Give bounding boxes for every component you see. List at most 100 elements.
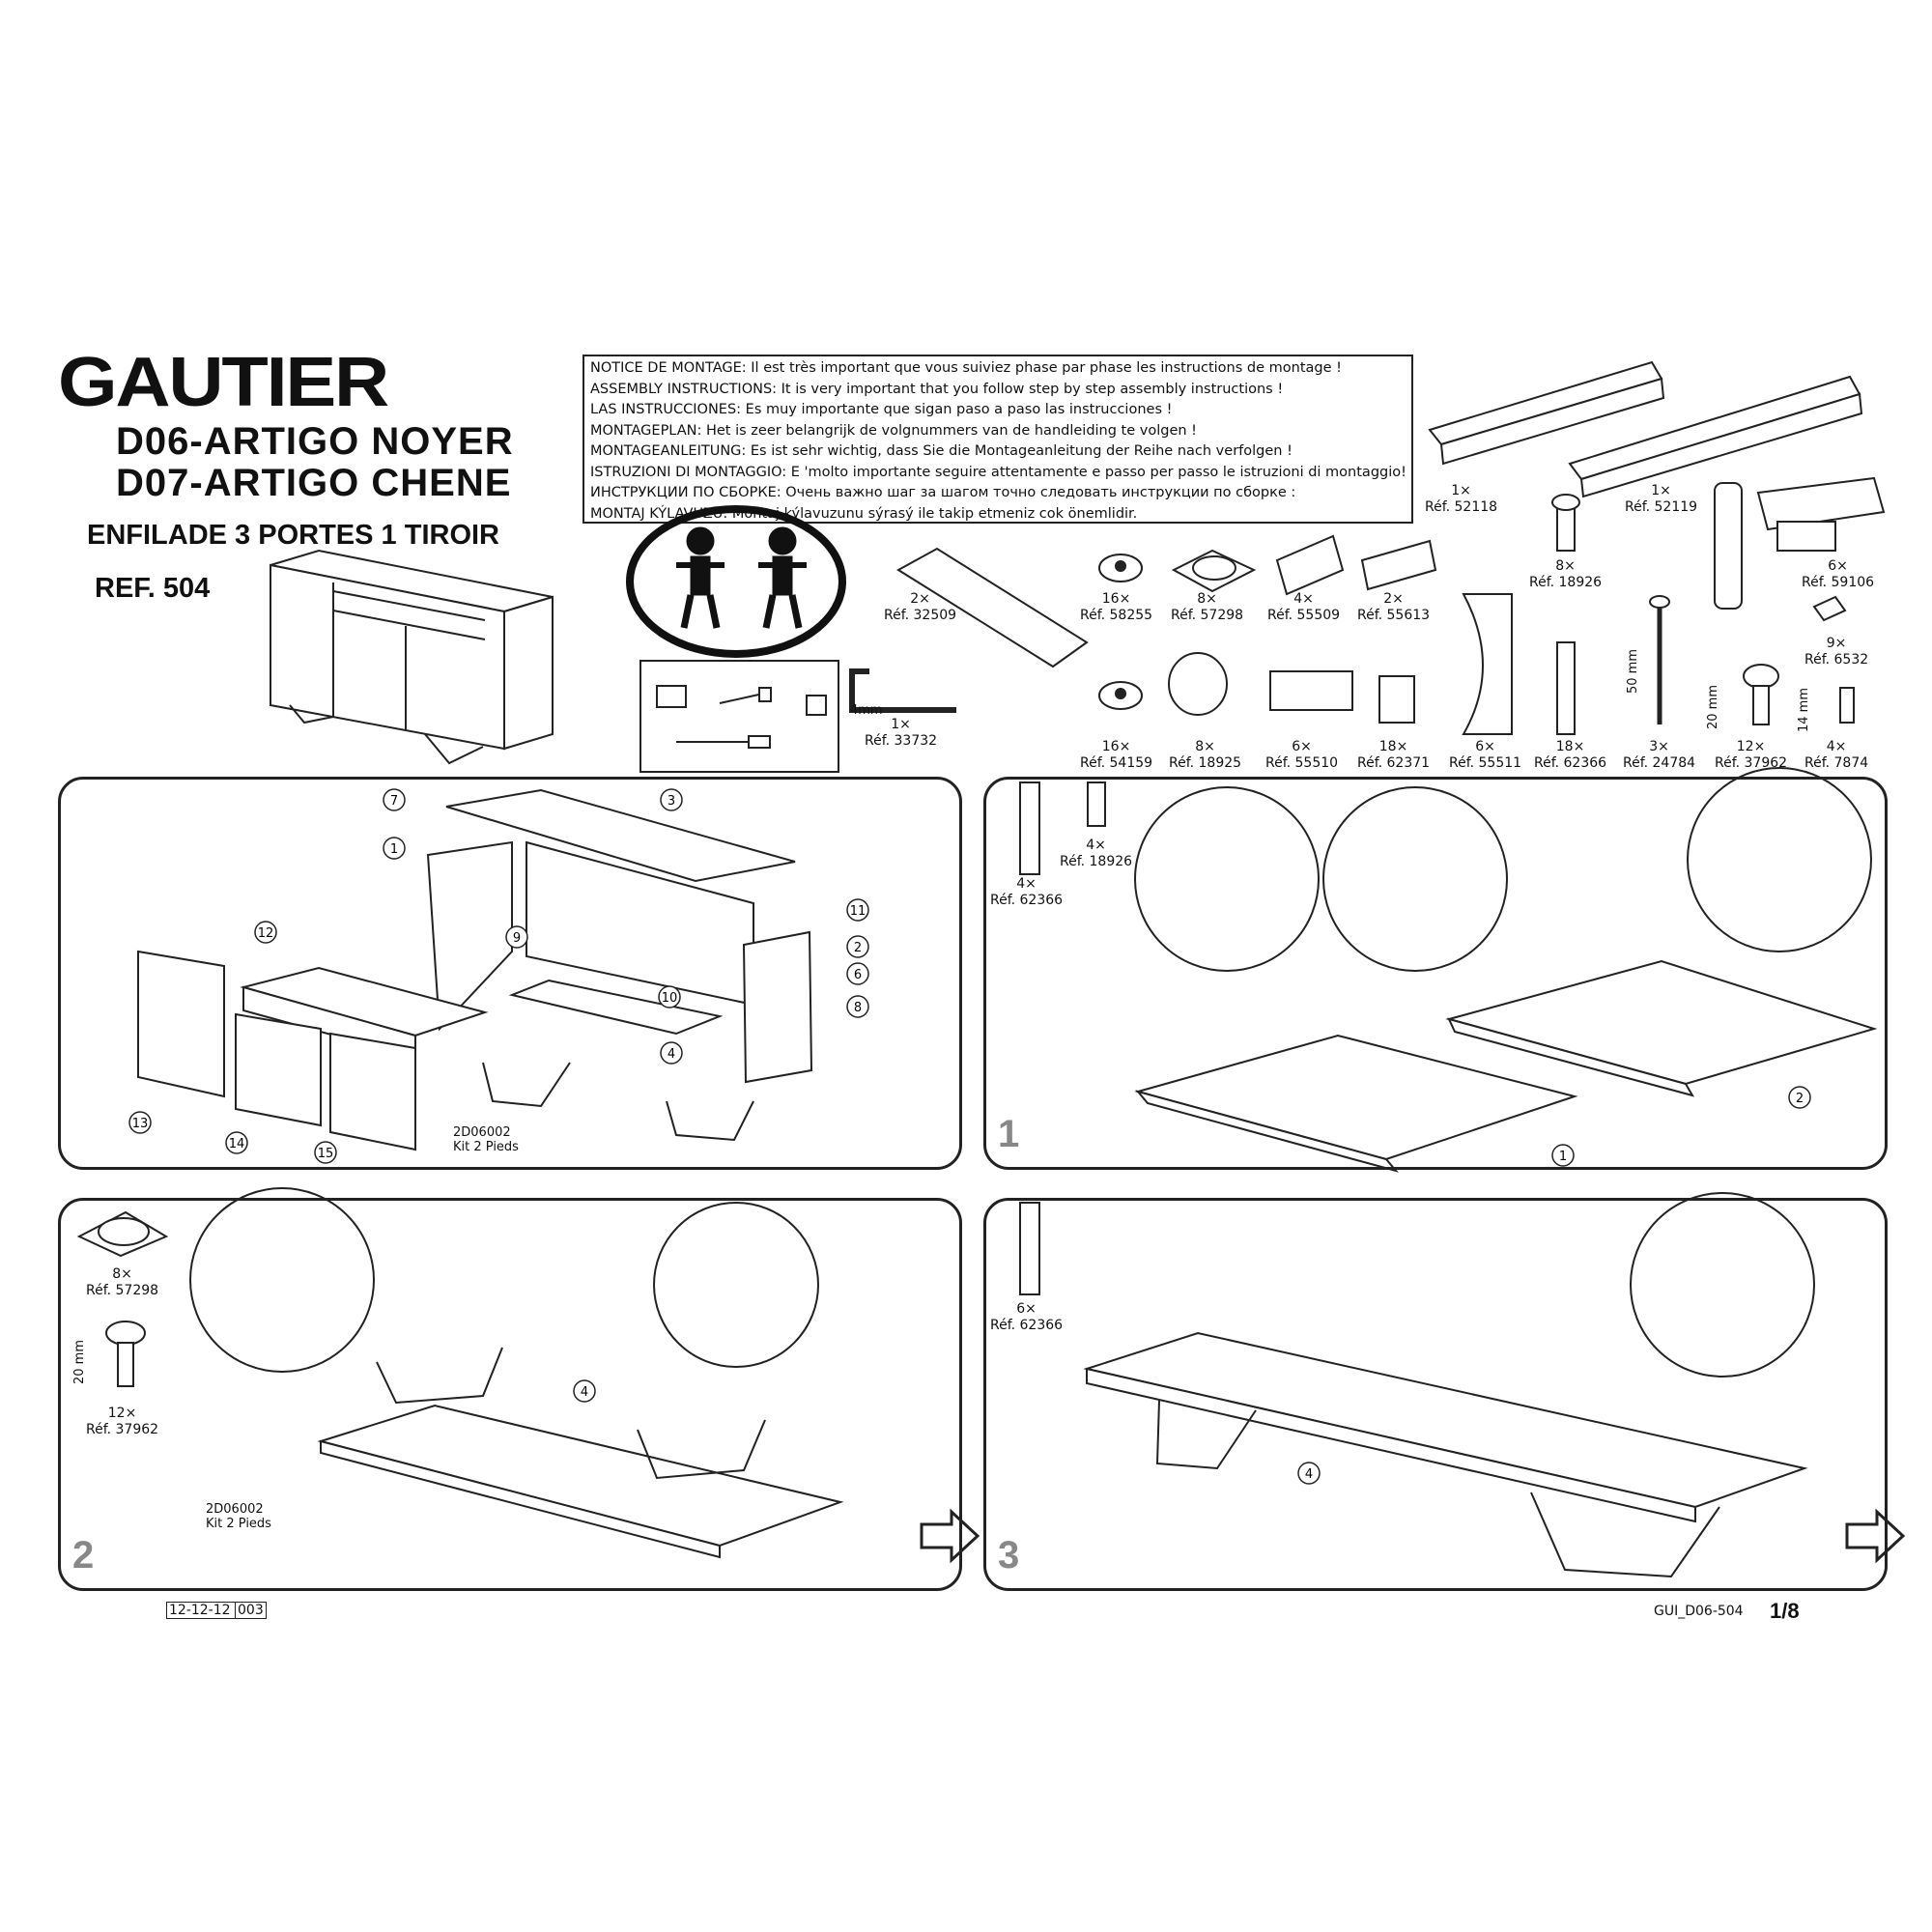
step2-hw-b: 12×Réf. 37962 [86,1406,159,1437]
allen-size: 4mm [850,703,883,718]
part-callout-circle [573,1379,596,1403]
dim-50mm: 50 mm [1626,648,1640,694]
step2-dim: 20 mm [72,1339,87,1384]
part-callout-number: 8 [854,1001,862,1015]
tools-icons [656,685,827,749]
part-callout-number: 2 [854,941,862,955]
footer-date: 12-12-12 [169,1603,231,1618]
step1-drawing [1019,767,1878,1173]
hw-label-18926: 8×Réf. 18926 [1529,558,1603,590]
part-callout-number: 12 [258,926,274,941]
step3-drawing [1019,1192,1815,1578]
step-number: 1 [998,1113,1020,1155]
part-callout-circle [1297,1462,1321,1485]
product-name: ENFILADE 3 PORTES 1 TIROIR [87,520,499,551]
notice-line: MONTAGEPLAN: Het is zeer belangrijk de v… [590,422,1197,439]
model-title-chene: D07-ARTIGO CHENE [116,462,512,504]
step1-hw-b: 4×Réf. 18926 [1060,838,1133,869]
model-title-noyer: D06-ARTIGO NOYER [116,420,514,463]
part-callout-number: 15 [318,1147,334,1161]
notice-line: ИНСТРУКЦИИ ПО СБОРКЕ: Очень важно шаг за… [590,485,1296,500]
part-callout-circle [383,837,406,860]
exploded-view-drawing [137,788,813,1151]
hinge-icon [1714,476,1886,610]
footer-revision: 003 [235,1603,264,1618]
two-person-icon [626,505,846,658]
notice-line: MONTAGEANLEITUNG: Es ist sehr wichtig, d… [590,443,1293,459]
hw-label-52118: 1×Réf. 52118 [1425,483,1498,515]
panel-step-3: 3 6×Réf. 62366 [983,1198,1888,1591]
step-number: 2 [72,1534,95,1577]
part-callout-number: 2 [1796,1092,1804,1106]
part-callout-circle [1551,1144,1575,1167]
hw-label-52119: 1×Réf. 52119 [1625,483,1698,515]
allen-key-label: 1×Réf. 33732 [865,717,938,749]
part-callout-circle [660,788,683,811]
part-callout-number: 4 [581,1385,588,1400]
part-callout-number: 9 [513,931,521,946]
sideboard-sketch [270,549,554,765]
hardware-icons [896,494,1855,735]
hw-label-57298: 8×Réf. 57298 [1171,591,1244,623]
part-callout-circle [225,1131,248,1154]
notice-line: LAS INSTRUCCIONES: Es muy importante que… [590,402,1173,417]
tools-box [639,660,839,773]
drawer-slide-icon [1428,360,1863,498]
part-callout-number: 1 [1559,1150,1567,1164]
hw-label-55510: 6×Réf. 55510 [1265,739,1339,771]
part-callout-number: 14 [229,1137,245,1151]
part-callout-number: 13 [132,1117,149,1131]
panel-step-1: 1 4×Réf. 62366 4×Réf. 18926 [983,777,1888,1170]
part-callout-circle [846,962,869,985]
hw-label-62371: 18×Réf. 62371 [1357,739,1431,771]
step-number: 3 [998,1534,1020,1577]
hw-label-18925: 8×Réf. 18925 [1169,739,1242,771]
notice-line: ISTRUZIONI DI MONTAGGIO: E 'molto import… [590,464,1406,480]
part-callout-circle [846,995,869,1018]
part-callout-circle [658,985,681,1009]
footer-date-box: 12-12-12 003 [166,1602,267,1619]
hw-label-55613: 2×Réf. 55613 [1357,591,1431,623]
footer-doc-code: GUI_D06-504 [1654,1604,1744,1619]
part-callout-number: 6 [854,968,862,982]
part-callout-number: 3 [668,794,675,809]
part-callout-circle [128,1111,152,1134]
step2-drawing [76,1187,844,1559]
hw-label-37962: 12×Réf. 37962 [1715,739,1788,771]
part-callout-circle [383,788,406,811]
page-indicator: 1/8 [1770,1599,1800,1623]
part-callout-circle [1788,1086,1811,1109]
part-callout-number: 4 [668,1047,675,1062]
hw-label-59106: 6×Réf. 59106 [1802,558,1875,590]
dim-14mm: 14 mm [1797,687,1811,732]
part-callout-number: 10 [662,991,678,1006]
part-callout-circle [846,898,869,922]
step1-hw-a: 4×Réf. 62366 [990,876,1064,908]
part-callout-circle [660,1041,683,1065]
brand-logo: GAUTIER [58,344,389,421]
hw-label-7874: 4×Réf. 7874 [1804,739,1869,771]
part-callout-number: 4 [1305,1467,1313,1482]
product-reference: REF. 504 [95,573,211,604]
notice-line: NOTICE DE MONTAGE: Il est très important… [590,360,1342,376]
part-callout-circle [505,925,528,949]
part-callout-circle [314,1141,337,1164]
hw-label-6532: 9×Réf. 6532 [1804,636,1869,668]
hw-label-54159: 16×Réf. 54159 [1080,739,1153,771]
notice-box: NOTICE DE MONTAGE: Il est très important… [582,355,1413,524]
hw-label-62366: 18×Réf. 62366 [1534,739,1607,771]
part-callout-number: 1 [390,842,398,857]
hw-label-58255: 16×Réf. 58255 [1080,591,1153,623]
part-callout-number: 7 [390,794,398,809]
hw-label-32509: 2×Réf. 32509 [884,591,957,623]
dim-20mm: 20 mm [1706,684,1720,729]
part-callout-circle [254,921,277,944]
hw-label-55509: 4×Réf. 55509 [1267,591,1341,623]
step3-hw-a: 6×Réf. 62366 [990,1301,1064,1333]
next-arrow-icon [920,1508,1906,1564]
